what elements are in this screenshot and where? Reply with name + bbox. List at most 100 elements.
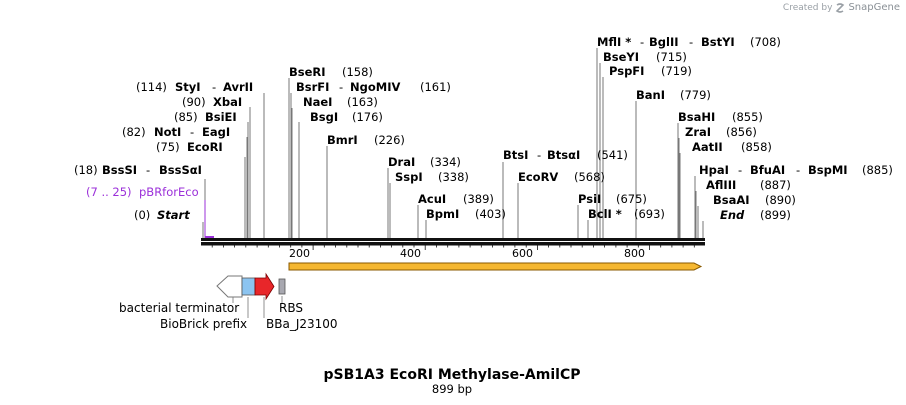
- enzyme-label-aatii: AatII: [692, 140, 723, 154]
- enzyme-pos-mfli: (708): [750, 35, 781, 49]
- enzyme-separator: -: [212, 80, 216, 94]
- snapgene-logo-icon: [836, 2, 845, 13]
- enzyme-cut-lines: [202, 48, 704, 238]
- primer-pbrforeco: (7 .. 25) pBRforEco: [86, 185, 214, 238]
- biobrick-prefix-glyph: [241, 277, 256, 296]
- enzyme-pos-naei: (163): [347, 95, 378, 109]
- enzyme-label-bsgi: BsgI: [310, 110, 338, 124]
- orf-arrow: [288, 262, 703, 271]
- enzyme-label-end: End: [720, 208, 745, 222]
- enzyme-pos-bpmi: (403): [475, 207, 506, 221]
- enzyme-label-bsiei: BsiEI: [205, 110, 237, 124]
- enzyme-separator: -: [796, 163, 800, 177]
- enzyme-separator: -: [537, 148, 541, 162]
- enzyme-pos-bseri: (158): [342, 65, 373, 79]
- snapgene-credit: Created by SnapGene: [783, 2, 900, 13]
- enzyme-pos-bsaai: (890): [765, 193, 796, 207]
- enzyme-label-bseri: BseRI: [289, 65, 326, 79]
- position-ruler: 200 400 600 800: [201, 244, 705, 260]
- ruler-label-600: 600: [512, 247, 533, 260]
- enzyme-separator: -: [190, 125, 194, 139]
- enzyme-pos-drai: (334): [430, 155, 461, 169]
- feature-label-prefix: BioBrick prefix: [160, 317, 247, 331]
- enzyme-label-xbai: XbaI: [213, 95, 242, 109]
- enzyme-label-sspi: SspI: [395, 170, 423, 184]
- enzyme-label-bseyi: BseYI: [603, 50, 639, 64]
- enzyme-label-btsai: BtsαI: [547, 148, 580, 162]
- enzyme-separator: -: [339, 80, 343, 94]
- enzyme-labels: (0) Start (18) BssSI - BssSαI (75) EcoRI…: [74, 35, 893, 222]
- enzyme-pos-afliii: (887): [760, 178, 791, 192]
- enzyme-label-bani: BanI: [636, 88, 665, 102]
- enzyme-pos-start: (0): [134, 208, 150, 222]
- enzyme-label-noti: NotI: [154, 125, 181, 139]
- enzyme-separator: -: [689, 35, 693, 49]
- map-subtitle: 899 bp: [432, 382, 472, 396]
- enzyme-separator: -: [738, 163, 742, 177]
- enzyme-pos-bsgi: (176): [352, 110, 383, 124]
- enzyme-label-zrai: ZraI: [685, 125, 711, 139]
- enzyme-label-bcli: BclI *: [588, 207, 622, 221]
- enzyme-label-bspmi: BspMI: [808, 163, 848, 177]
- feature-label-terminator: bacterial terminator: [119, 301, 239, 315]
- enzyme-label-bsaai: BsaAI: [713, 193, 750, 207]
- terminator-glyph: [216, 275, 243, 298]
- enzyme-label-drai: DraI: [388, 155, 415, 169]
- primer-range: (7 .. 25): [86, 185, 132, 199]
- enzyme-pos-sspi: (338): [438, 170, 469, 184]
- enzyme-label-bpmi: BpmI: [426, 207, 459, 221]
- enzyme-pos-bsrfi: (161): [420, 80, 451, 94]
- cds-arrow-glyph: [254, 272, 275, 301]
- rbs-glyph: [278, 278, 286, 295]
- primer-name: pBRforEco: [139, 185, 199, 199]
- enzyme-pos-zrai: (856): [726, 125, 757, 139]
- enzyme-pos-bseyi: (715): [656, 50, 687, 64]
- enzyme-pos-bcli: (693): [634, 207, 665, 221]
- enzyme-pos-ecorv: (568): [574, 170, 605, 184]
- enzyme-separator: -: [146, 163, 150, 177]
- map-title: pSB1A3 EcoRI Methylase-AmilCP: [324, 367, 581, 383]
- enzyme-label-styi: StyI: [175, 80, 201, 94]
- enzyme-pos-bmri: (226): [374, 133, 405, 147]
- enzyme-pos-noti: (82): [122, 125, 146, 139]
- enzyme-label-psii: PsiI: [578, 192, 601, 206]
- enzyme-label-acui: AcuI: [418, 192, 446, 206]
- enzyme-label-bmri: BmrI: [327, 133, 358, 147]
- enzyme-label-ecorv: EcoRV: [518, 170, 558, 184]
- enzyme-label-bsahi: BsaHI: [678, 110, 715, 124]
- enzyme-pos-acui: (389): [463, 192, 494, 206]
- enzyme-label-bsssi: BssSI: [102, 163, 137, 177]
- enzyme-label-btsi: BtsI: [503, 148, 528, 162]
- enzyme-pos-bani: (779): [680, 88, 711, 102]
- enzyme-pos-btsi: (541): [597, 148, 628, 162]
- enzyme-label-mfli: MflI *: [597, 35, 631, 49]
- enzyme-label-eagi: EagI: [202, 125, 230, 139]
- feature-label-promoter: BBa_J23100: [266, 317, 338, 331]
- enzyme-pos-styi: (114): [136, 80, 167, 94]
- enzyme-pos-end: (899): [760, 208, 791, 222]
- enzyme-pos-psii: (675): [616, 192, 647, 206]
- enzyme-label-ecori: EcoRI: [187, 140, 223, 154]
- enzyme-label-afliii: AflIII: [706, 178, 736, 192]
- enzyme-pos-aatii: (858): [741, 140, 772, 154]
- enzyme-label-ngomiv: NgoMIV: [350, 80, 400, 94]
- enzyme-label-start: Start: [157, 208, 190, 222]
- enzyme-label-bsrfi: BsrFI: [296, 80, 329, 94]
- enzyme-label-bfuai: BfuAI: [750, 163, 785, 177]
- ruler-label-800: 800: [624, 247, 645, 260]
- enzyme-label-pspfi: PspFI: [609, 64, 644, 78]
- enzyme-pos-bsssi: (18): [74, 163, 98, 177]
- credit-brand: SnapGene: [848, 2, 900, 13]
- enzyme-label-hpai: HpaI: [699, 163, 729, 177]
- enzyme-label-naei: NaeI: [303, 95, 332, 109]
- ruler-label-200: 200: [289, 247, 310, 260]
- enzyme-label-avrii: AvrII: [223, 80, 253, 94]
- ruler-label-400: 400: [400, 247, 421, 260]
- enzyme-pos-bsiei: (85): [174, 110, 198, 124]
- enzyme-pos-pspfi: (719): [661, 64, 692, 78]
- feature-track: [216, 272, 286, 318]
- enzyme-label-bsssai: BssSαI: [159, 163, 202, 177]
- enzyme-pos-hpai: (885): [862, 163, 893, 177]
- enzyme-pos-bsahi: (855): [732, 110, 763, 124]
